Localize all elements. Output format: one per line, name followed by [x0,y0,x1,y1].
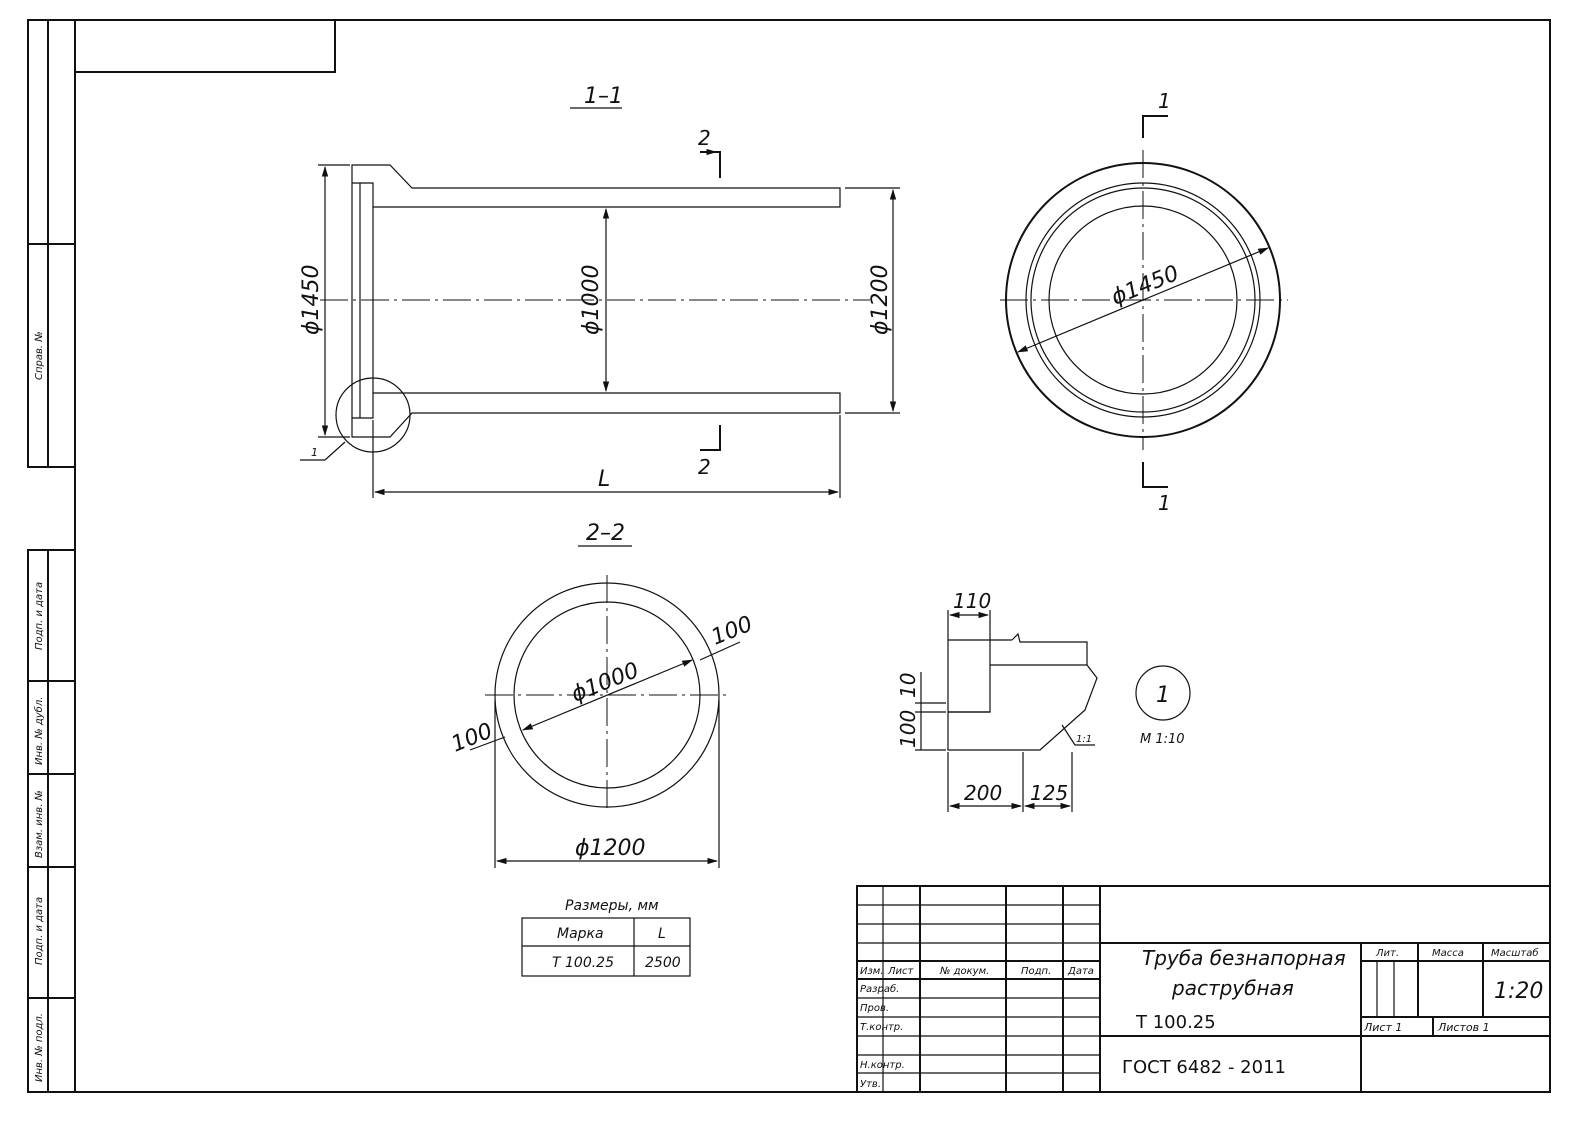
ring-wall-100-b: 100 [448,719,496,758]
detail-callout-circle [335,377,411,453]
stamp-sprav: Справ. № [34,331,45,380]
section-1-1-view: 1–1 ϕ1450 ϕ1000 ϕ1200 L 2 [299,84,900,498]
sheet-frame [74,19,1551,1093]
side-stamp-top: Справ. № [27,19,76,468]
cut-2-top-label: 2 [698,126,711,150]
tb-col-izm: Изм. [860,966,884,977]
tb-standard: ГОСТ 6482 - 2011 [1122,1057,1286,1078]
tb-lit: Лит. [1375,948,1399,959]
detail-dim-125: 125 [1030,781,1068,805]
tb-title-line-2: раструбная [1171,976,1294,1000]
stamp-podp-data-2: Подп. и дата [34,897,45,965]
detail-dim-200: 200 [964,781,1002,805]
tb-title-line-1: Труба безнапорная [1142,946,1346,970]
detail-dim-10: 10 [896,673,920,698]
sizes-table-cell-length: 2500 [645,955,681,971]
sizes-table-header-mark: Марка [557,926,604,942]
stamp-podp-data-1: Подп. и дата [34,582,45,650]
ring-d1000: ϕ1000 [568,658,643,708]
title-block: Изм. Лист № докум. Подп. Дата Разраб. Пр… [856,885,1551,1093]
tb-scale: 1:20 [1494,979,1543,1004]
tb-row-nkontr: Н.контр. [860,1060,905,1071]
cut-1-bottom-label: 1 [1158,491,1171,515]
tb-massa: Масса [1432,948,1464,959]
stamp-inv-dubl: Инв. № дубл. [33,697,45,765]
tb-sheets: Листов 1 [1437,1021,1490,1034]
sizes-table-cell-mark: Т 100.25 [552,955,614,971]
detail-1-view: 110 10 100 200 125 1:1 1 М 1:10 [896,589,1191,812]
sizes-table: Размеры, мм Марка L Т 100.25 2500 [521,898,691,977]
tb-row-prov: Пров. [860,1003,889,1014]
sizes-table-header-l: L [658,926,666,942]
detail-scale: М 1:10 [1140,732,1185,747]
ring-wall-100-a: 100 [708,612,756,651]
section-2-2-view: 2–2 ϕ1000 100 100 ϕ1200 [448,521,756,868]
sizes-table-caption: Размеры, мм [565,898,659,914]
detail-ref-label: 1 [311,446,318,459]
dim-length: L [598,467,610,492]
end-view: ϕ1450 1 1 [1000,89,1288,515]
side-stamp-bottom: Подп. и дата Инв. № дубл. Взам. инв. № П… [27,549,76,1093]
tb-row-utv: Утв. [860,1079,881,1090]
stamp-vzam-inv: Взам. инв. № [34,790,45,858]
dim-d1450: ϕ1450 [299,264,324,335]
tb-col-list: Лист [887,966,915,977]
detail-slope: 1:1 [1076,734,1092,745]
tb-col-podp: Подп. [1021,966,1051,977]
tb-row-razrab: Разраб. [860,983,899,995]
pipe-wall-top [351,164,841,208]
detail-marker-circle [1135,665,1191,721]
stamp-inv-podl: Инв. № подл. [34,1013,45,1082]
section-2-2-label: 2–2 [586,521,625,546]
tb-row-tkontr: Т.контр. [860,1022,903,1033]
detail-marker-label: 1 [1156,683,1170,708]
dim-d1000: ϕ1000 [579,264,604,335]
section-1-1-label: 1–1 [584,84,623,109]
end-view-d1450: ϕ1450 [1108,261,1183,311]
tb-masshtab: Масштаб [1491,947,1539,959]
cut-1-top-label: 1 [1158,89,1171,113]
ring-d1200: ϕ1200 [575,836,646,861]
tb-sheet: Лист 1 [1363,1021,1402,1034]
detail-dim-100: 100 [896,710,920,748]
dim-d1200: ϕ1200 [868,264,893,335]
detail-section-fill [947,640,1098,751]
tb-col-data: Дата [1067,966,1094,977]
cut-2-bottom-label: 2 [698,455,711,479]
tb-mark: Т 100.25 [1135,1012,1216,1033]
detail-dim-110: 110 [953,589,991,613]
pipe-wall-bottom [351,392,841,438]
tb-col-ndoc: № докум. [939,966,989,977]
